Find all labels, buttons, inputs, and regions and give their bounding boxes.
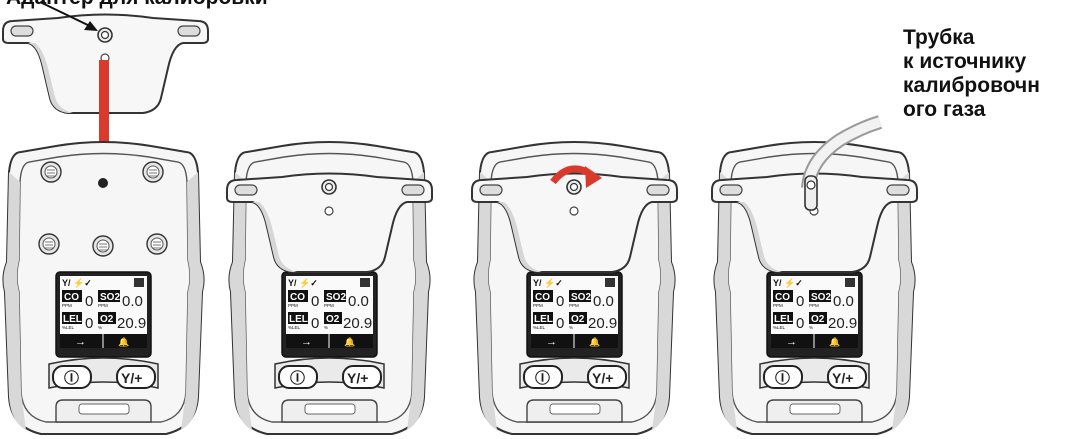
- sensor4-value: 20.9: [828, 315, 857, 332]
- sensor3-unit: %LEL: [533, 325, 546, 330]
- sensor3-name: LEL: [534, 314, 553, 325]
- status-icons: Y/ ⚡✓: [773, 277, 803, 289]
- arrow-right-icon: →: [301, 336, 312, 348]
- sensor2-name: SO2: [326, 292, 346, 303]
- sensor4-name: O2: [326, 314, 340, 325]
- bell-icon: 🔔: [344, 337, 355, 347]
- bell-icon: 🔔: [118, 337, 129, 347]
- sensor3-name: LEL: [774, 314, 793, 325]
- adapter-callout-label: Адаптер для калибровки: [6, 0, 268, 10]
- sensor1-value: 0: [796, 293, 804, 310]
- sensor2-unit: PPM: [324, 303, 334, 308]
- device-1: [3, 142, 203, 434]
- battery-icon: [134, 278, 144, 287]
- power-icon: Ⓘ: [290, 369, 305, 387]
- arrow-right-icon: →: [546, 336, 557, 348]
- sensor2-unit: PPM: [569, 303, 579, 308]
- status-icons: Y/ ⚡✓: [533, 277, 563, 289]
- battery-icon: [605, 278, 615, 287]
- sensor2-unit: PPM: [809, 303, 819, 308]
- sensor3-unit: %LEL: [288, 325, 301, 330]
- sensor4-unit: %: [98, 325, 102, 330]
- sensor2-name: SO2: [571, 292, 591, 303]
- panel-tube-connected: [712, 122, 917, 434]
- battery-icon: [360, 278, 370, 287]
- tube-callout-line-2: к источнику: [903, 50, 1040, 74]
- power-icon: Ⓘ: [535, 369, 550, 387]
- sensor4-value: 20.9: [117, 315, 146, 332]
- battery-icon: [845, 278, 855, 287]
- sensor1-value: 0: [311, 293, 319, 310]
- sensor1-value: 0: [556, 293, 564, 310]
- tube-callout-line-1: Трубка: [903, 26, 1040, 50]
- sensor2-value: 0.0: [833, 293, 854, 310]
- panel-adapter-seated: [227, 142, 432, 434]
- sensor3-value: 0: [85, 315, 93, 332]
- sensor2-name: SO2: [100, 292, 120, 303]
- sensor4-name: O2: [811, 314, 825, 325]
- sensor3-value: 0: [311, 315, 319, 332]
- sensor1-unit: PPM: [288, 303, 298, 308]
- sensor4-unit: %: [324, 325, 328, 330]
- sensor4-unit: %: [809, 325, 813, 330]
- sensor3-unit: %LEL: [773, 325, 786, 330]
- sensor1-value: 0: [85, 293, 93, 310]
- sensor1-unit: PPM: [773, 303, 783, 308]
- sensor3-value: 0: [556, 315, 564, 332]
- panel-turn-screw: [472, 142, 677, 434]
- sensor2-value: 0.0: [593, 293, 614, 310]
- tube-callout-line-3: калибровочн: [903, 74, 1040, 98]
- power-icon: Ⓘ: [775, 369, 790, 387]
- yes-plus-label: Y/+: [121, 370, 142, 386]
- sensor4-unit: %: [569, 325, 573, 330]
- sensor4-name: O2: [100, 314, 114, 325]
- yes-plus-label: Y/+: [592, 370, 613, 386]
- sensor3-name: LEL: [63, 314, 82, 325]
- arrow-right-icon: →: [786, 336, 797, 348]
- sensor3-name: LEL: [289, 314, 308, 325]
- sensor2-name: SO2: [811, 292, 831, 303]
- tube-callout-line-4: ого газа: [903, 98, 1040, 122]
- sensor4-name: O2: [571, 314, 585, 325]
- tube-callout-label: Трубка к источнику калибровочн ого газа: [903, 26, 1040, 122]
- bell-icon: 🔔: [829, 337, 840, 347]
- sensor1-name: CO: [775, 292, 790, 303]
- sensor2-value: 0.0: [348, 293, 369, 310]
- sensor2-unit: PPM: [98, 303, 108, 308]
- sensor4-value: 20.9: [343, 315, 372, 332]
- sensor2-value: 0.0: [122, 293, 143, 310]
- bell-icon: 🔔: [589, 337, 600, 347]
- power-icon: Ⓘ: [64, 369, 79, 387]
- arrow-right-icon: →: [75, 336, 86, 348]
- sensor1-unit: PPM: [533, 303, 543, 308]
- sensor4-value: 20.9: [588, 315, 617, 332]
- yes-plus-label: Y/+: [832, 370, 853, 386]
- status-icons: Y/ ⚡✓: [288, 277, 318, 289]
- sensor1-unit: PPM: [62, 303, 72, 308]
- sensor3-value: 0: [796, 315, 804, 332]
- sensor3-unit: %LEL: [62, 325, 75, 330]
- status-icons: Y/ ⚡✓: [62, 277, 92, 289]
- sensor1-name: CO: [290, 292, 305, 303]
- sensor1-name: CO: [535, 292, 550, 303]
- sensor1-name: CO: [64, 292, 79, 303]
- yes-plus-label: Y/+: [347, 370, 368, 386]
- panel-attach-adapter: [3, 2, 208, 434]
